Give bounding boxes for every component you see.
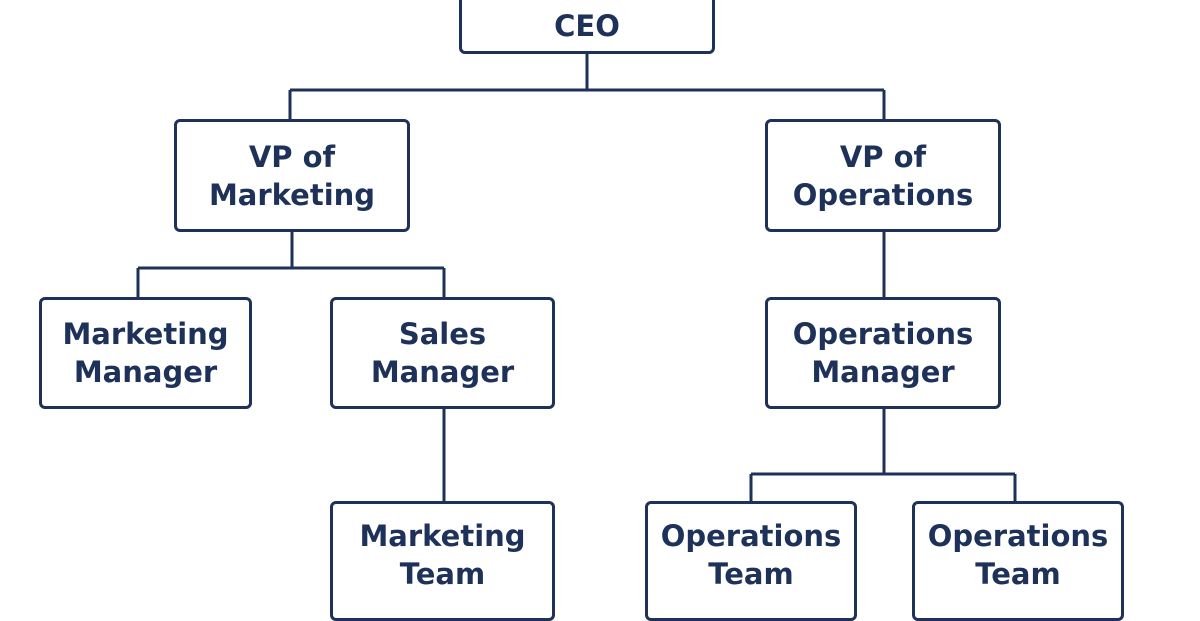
marketing-team-label: Marketing Team — [341, 517, 544, 593]
sales-manager-label: Sales Manager — [341, 315, 544, 391]
vp-operations-label-line-1: VP of — [839, 139, 927, 174]
operations-manager-label: Operations Manager — [776, 315, 990, 391]
marketing-manager-label: Marketing Manager — [50, 315, 241, 391]
connector-operations-manager-to-teams — [749, 409, 1017, 501]
ceo-label-line-1: CEO — [554, 9, 620, 43]
vp-operations-label: VP of Operations — [776, 138, 990, 214]
operations-team-2-box: Operations Team — [912, 501, 1124, 621]
marketing-team-label-line-1: Marketing — [359, 519, 526, 553]
org-chart-connectors — [136, 54, 1017, 501]
sales-manager-label-line-1: Sales — [398, 317, 487, 351]
operations-manager-box: Operations Manager — [765, 297, 1001, 409]
operations-team-1-label: Operations Team — [656, 517, 846, 593]
marketing-manager-label-line-1: Marketing — [62, 317, 229, 351]
operations-team-1-box: Operations Team — [645, 501, 857, 621]
vp-operations-box: VP of Operations — [765, 119, 1001, 232]
ceo-box: CEO — [459, 0, 715, 54]
vp-marketing-label-line-2: Marketing — [208, 177, 376, 212]
operations-team-2-label-line-2: Team — [975, 557, 1061, 591]
marketing-manager-label-line-2: Manager — [73, 355, 218, 389]
marketing-manager-box: Marketing Manager — [39, 297, 252, 409]
vp-marketing-label-line-1: VP of — [248, 139, 336, 174]
operations-team-1-label-line-2: Team — [708, 557, 794, 591]
operations-team-2-label-line-1: Operations — [927, 519, 1109, 553]
vp-marketing-box: VP of Marketing — [174, 119, 410, 232]
marketing-team-box: Marketing Team — [330, 501, 555, 621]
operations-team-2-label: Operations Team — [923, 517, 1113, 593]
vp-marketing-label: VP of Marketing — [185, 138, 399, 214]
operations-manager-label-line-1: Operations — [792, 317, 974, 351]
marketing-team-label-line-2: Team — [399, 557, 486, 591]
connector-ceo-to-vps — [288, 54, 886, 119]
vp-operations-label-line-2: Operations — [792, 177, 974, 212]
sales-manager-box: Sales Manager — [330, 297, 555, 409]
operations-manager-label-line-2: Manager — [811, 355, 955, 389]
operations-team-1-label-line-1: Operations — [660, 519, 842, 553]
sales-manager-label-line-2: Manager — [370, 355, 515, 389]
ceo-label: CEO — [470, 7, 704, 45]
connector-vp-marketing-to-managers — [136, 232, 446, 297]
